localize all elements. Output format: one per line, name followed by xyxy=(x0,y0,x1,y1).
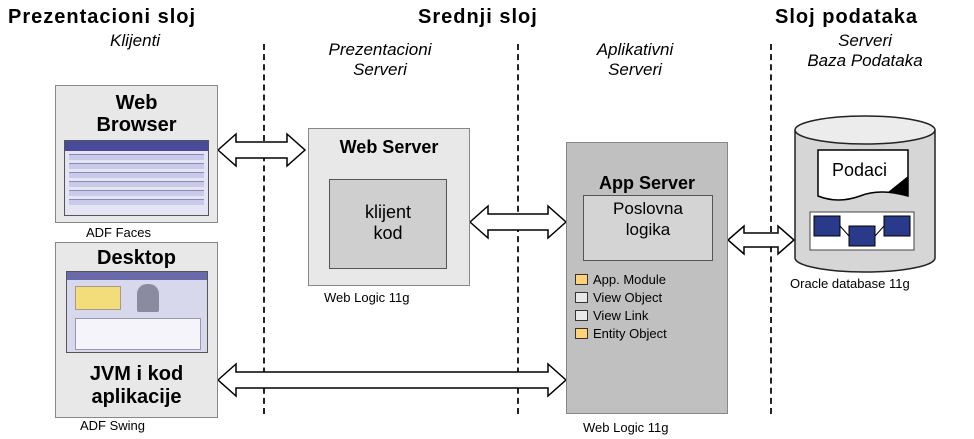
view-object-label: View Object xyxy=(593,290,663,305)
view-link-icon xyxy=(575,310,588,321)
desktop-caption: ADF Swing xyxy=(80,418,146,433)
divider-3 xyxy=(770,44,772,414)
web-browser-title-line1: Web xyxy=(115,92,158,114)
web-browser-caption: ADF Faces xyxy=(86,225,152,240)
app-server-title: App Server xyxy=(598,173,696,193)
middle-layer-title: Srednji sloj xyxy=(418,6,538,28)
view-object-item: View Object xyxy=(575,290,662,305)
app-server-panel: App Server Poslovna logika xyxy=(566,142,728,414)
client-code-line1: klijent xyxy=(364,202,412,222)
view-link-item: View Link xyxy=(575,308,648,323)
web-server-client-code-box: klijent kod xyxy=(329,179,447,269)
business-logic-box: Poslovna logika xyxy=(583,195,713,261)
entity-object-item: Entity Object xyxy=(575,326,667,341)
app-module-icon xyxy=(575,274,588,285)
middle-sub-right-line2: Serveri xyxy=(608,60,662,79)
web-browser-title: Web Browser xyxy=(56,92,217,136)
desktop-title: Desktop xyxy=(97,247,176,269)
desktop-bottom-line2: aplikacije xyxy=(91,386,182,408)
data-document-label: Podaci xyxy=(832,160,888,180)
presentation-layer-subtitle: Klijenti xyxy=(110,31,161,50)
view-object-icon xyxy=(575,292,588,303)
business-logic-line2: logika xyxy=(625,220,671,239)
middle-sub-left-line2: Serveri xyxy=(353,60,407,79)
middle-layer-subtitle-right: Aplikativni Serveri xyxy=(580,40,690,80)
web-browser-title-line2: Browser xyxy=(96,114,177,136)
web-server-caption: Web Logic 11g xyxy=(324,290,410,305)
data-layer-title: Sloj podataka xyxy=(775,6,919,28)
business-logic-line1: Poslovna xyxy=(613,199,683,218)
desktop-app-screenshot-icon xyxy=(66,271,208,353)
desktop-panel: Desktop JVM i kod aplikacije xyxy=(55,242,218,418)
entity-object-label: Entity Object xyxy=(593,326,667,341)
web-browser-panel: Web Browser xyxy=(55,85,218,223)
database-caption: Oracle database 11g xyxy=(790,276,910,291)
app-module-item: App. Module xyxy=(575,272,666,287)
data-layer-subtitle: Serveri Baza Podataka xyxy=(790,31,940,71)
divider-1 xyxy=(263,44,265,414)
middle-layer-subtitle-left: Prezentacioni Serveri xyxy=(315,40,445,80)
browser-screenshot-icon xyxy=(64,140,209,216)
data-sub-line2: Baza Podataka xyxy=(807,51,923,70)
app-module-label: App. Module xyxy=(593,272,666,287)
middle-sub-left-line1: Prezentacioni xyxy=(328,40,432,59)
middle-sub-right-line1: Aplikativni xyxy=(596,40,674,59)
web-server-panel: Web Server klijent kod xyxy=(308,128,470,286)
data-sub-line1: Serveri xyxy=(838,31,892,50)
presentation-layer-title: Prezentacioni sloj xyxy=(8,6,197,28)
view-link-label: View Link xyxy=(593,308,649,323)
arrow-browser-webserver xyxy=(216,132,307,168)
web-server-title: Web Server xyxy=(339,137,439,157)
desktop-bottom-label: JVM i kod aplikacije xyxy=(56,363,217,409)
desktop-bottom-line1: JVM i kod xyxy=(89,363,184,385)
arrow-appserver-database xyxy=(726,224,796,256)
client-code-line2: kod xyxy=(373,223,403,243)
app-server-caption: Web Logic 11g xyxy=(583,420,669,435)
entity-object-icon xyxy=(575,328,588,339)
